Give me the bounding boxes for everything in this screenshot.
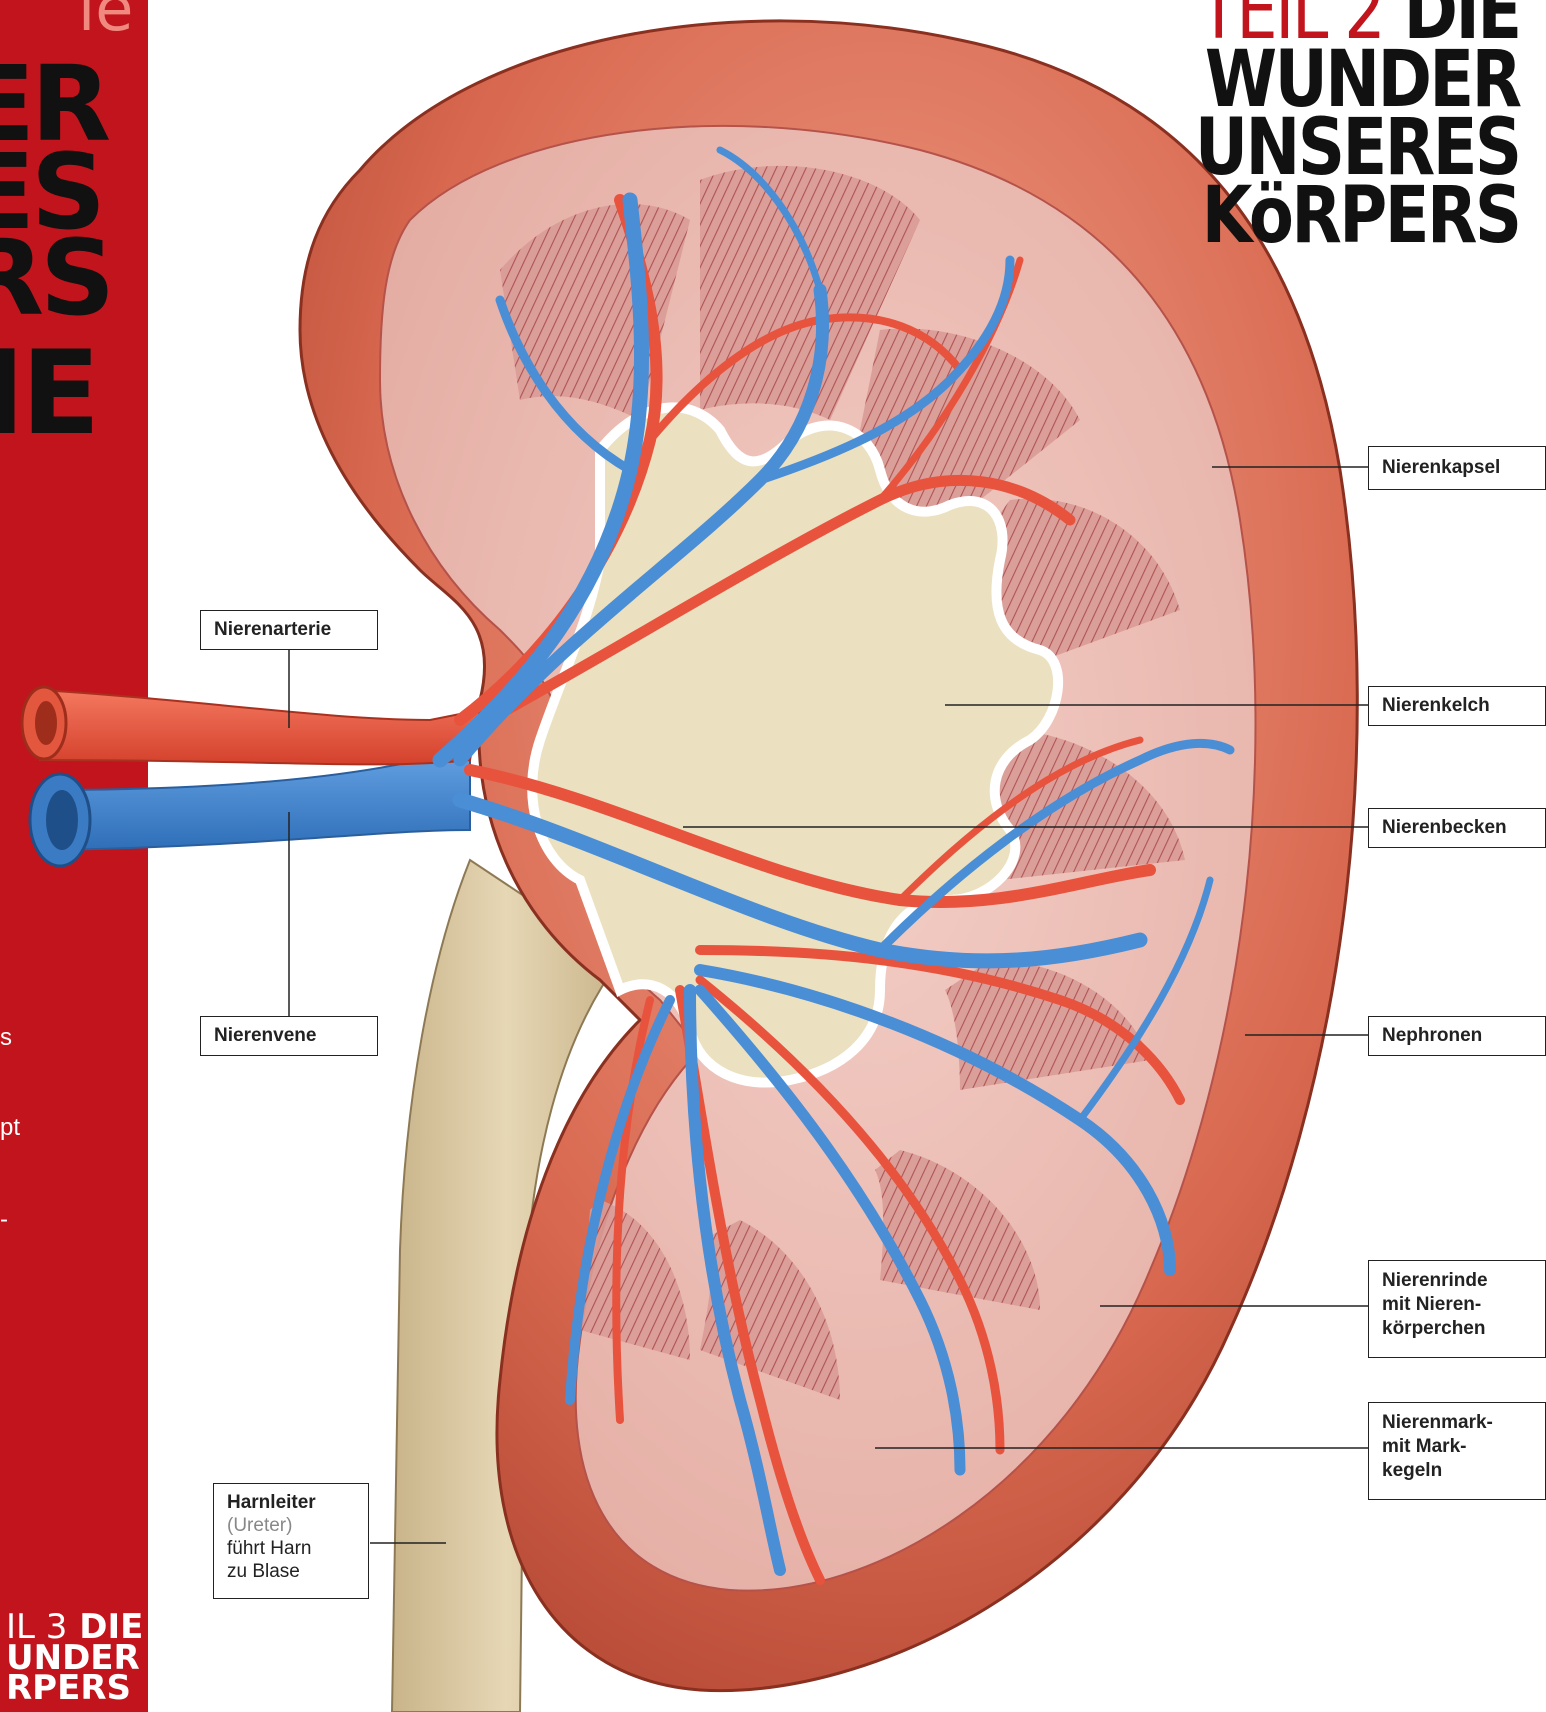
- label-harnleiter-title: Harnleiter: [227, 1491, 355, 1514]
- label-nierenmark-line-2: mit Mark-: [1382, 1435, 1532, 1459]
- label-nierenrinde: Nierenrinde mit Nieren- körperchen: [1368, 1260, 1546, 1358]
- label-nierenmark-line-1: Nierenmark-: [1382, 1411, 1532, 1435]
- label-nierenkapsel: Nierenkapsel: [1368, 446, 1546, 490]
- label-nierenbecken: Nierenbecken: [1368, 808, 1546, 848]
- title-line-4: KöRPERS: [1195, 182, 1520, 250]
- label-nierenrinde-line-3: körperchen: [1382, 1317, 1532, 1341]
- label-nierenarterie: Nierenarterie: [200, 610, 378, 650]
- label-nierenmark: Nierenmark- mit Mark- kegeln: [1368, 1402, 1546, 1500]
- label-harnleiter-latin: (Ureter): [227, 1514, 355, 1537]
- page-title: TEIL 2 DIE WUNDER UNSERES KöRPERS: [1133, 0, 1520, 250]
- label-nephronen: Nephronen: [1368, 1016, 1546, 1056]
- label-nierenkelch: Nierenkelch: [1368, 686, 1546, 726]
- label-nierenvene: Nierenvene: [200, 1016, 378, 1056]
- label-nierenrinde-line-2: mit Nieren-: [1382, 1293, 1532, 1317]
- label-harnleiter: Harnleiter (Ureter) führt Harn zu Blase: [213, 1483, 369, 1599]
- renal-artery: [40, 690, 480, 764]
- label-harnleiter-desc-2: zu Blase: [227, 1560, 355, 1583]
- label-nierenrinde-line-1: Nierenrinde: [1382, 1269, 1532, 1293]
- label-nierenmark-line-3: kegeln: [1382, 1459, 1532, 1483]
- label-harnleiter-desc-1: führt Harn: [227, 1537, 355, 1560]
